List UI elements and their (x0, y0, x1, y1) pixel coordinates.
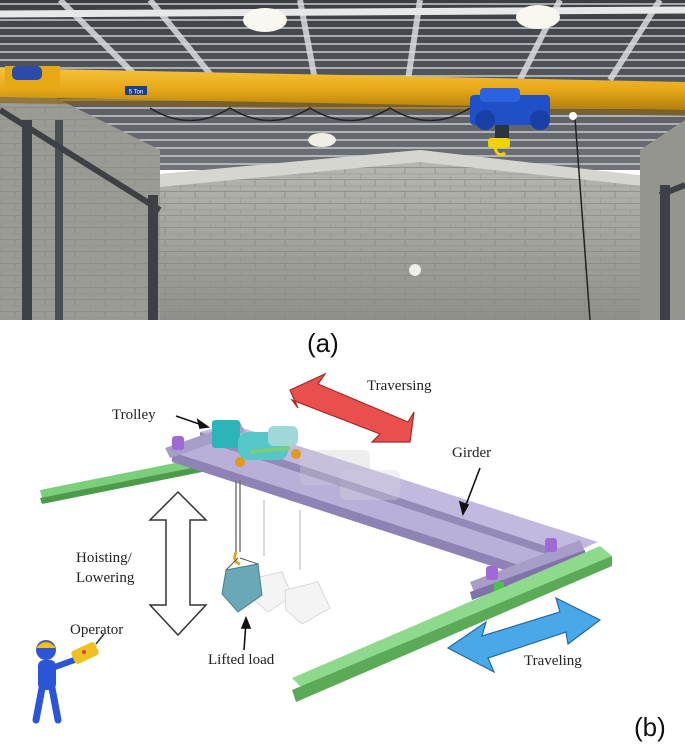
crane-capacity-plate: 5 Ton (129, 90, 144, 96)
panel-b-caption: (b) (634, 712, 666, 742)
label-hoisting: Hoisting/ (76, 550, 132, 566)
hoisting-arrow (148, 490, 208, 637)
traveling-arrow (446, 596, 602, 674)
traversing-arrow (289, 372, 415, 443)
trolley-ghost (300, 450, 400, 500)
label-operator: Operator (70, 622, 124, 638)
hoist-ropes (233, 480, 301, 570)
crane-schematic (32, 372, 612, 724)
lifted-load (221, 557, 263, 613)
label-traveling: Traveling (524, 653, 582, 669)
panel-a-caption: (a) (307, 328, 339, 358)
label-lowering: Lowering (76, 570, 135, 586)
label-traversing: Traversing (367, 378, 432, 394)
label-girder: Girder (452, 445, 492, 461)
trolley (212, 420, 301, 467)
operator-figure (32, 633, 105, 724)
label-pointers (175, 415, 481, 651)
label-trolley: Trolley (112, 407, 156, 423)
crane-photo: 5 Ton (0, 0, 685, 320)
hoist-trolley (470, 88, 550, 157)
girder-frame (165, 422, 598, 600)
rail-right (292, 546, 612, 702)
label-lifted-load: Lifted load (208, 652, 275, 668)
lifted-load-ghost (251, 571, 331, 625)
